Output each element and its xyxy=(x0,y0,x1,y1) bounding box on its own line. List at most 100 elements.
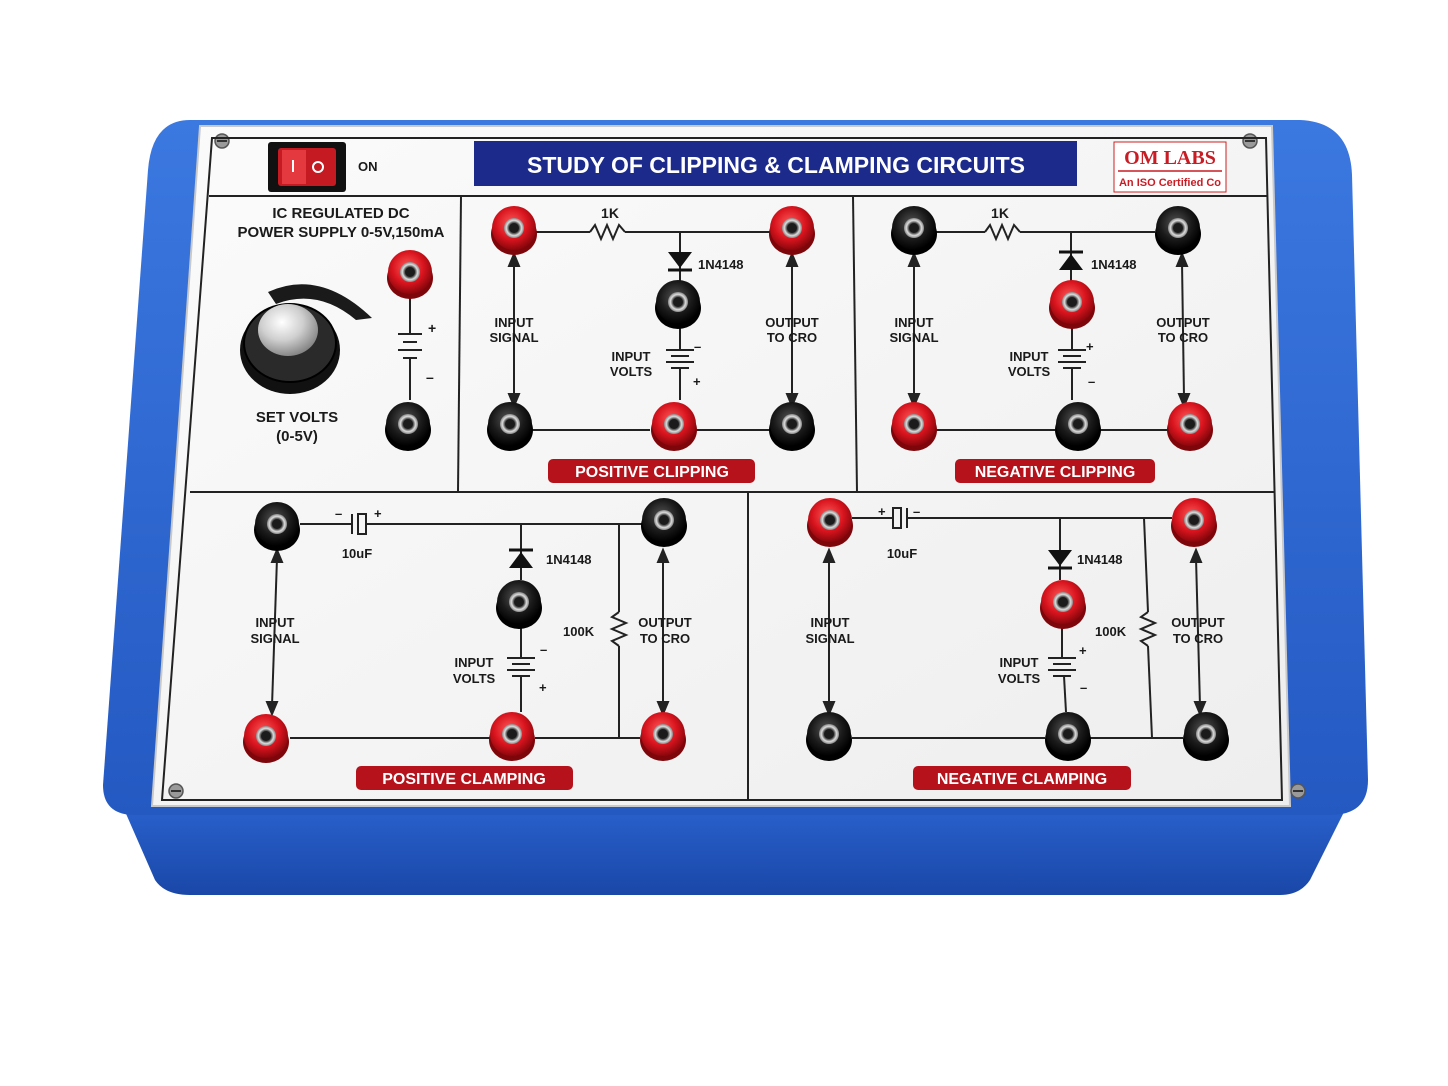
pclamp-input-signal-line1: INPUT xyxy=(256,615,295,630)
black-socket[interactable] xyxy=(806,712,852,761)
red-socket[interactable] xyxy=(243,714,289,763)
nclip-battery-bottom-sign: – xyxy=(1088,374,1095,389)
black-socket[interactable] xyxy=(1045,712,1091,761)
double-arrow-icon xyxy=(1175,251,1191,409)
psu-battery-symbol xyxy=(398,296,422,400)
psu-plus-sign: + xyxy=(428,320,436,336)
nclip-output-line2: TO CRO xyxy=(1158,330,1208,345)
pclip-input-volts-line2: VOLTS xyxy=(610,364,653,379)
psu-title-line2: POWER SUPPLY 0-5V,150mA xyxy=(237,224,444,241)
red-socket[interactable] xyxy=(489,712,535,761)
brand-name: OM LABS xyxy=(1124,147,1216,169)
pclip-input-volts-line1: INPUT xyxy=(612,349,651,364)
black-socket[interactable] xyxy=(487,402,533,451)
power-switch[interactable] xyxy=(268,142,346,192)
red-socket[interactable] xyxy=(1171,498,1217,547)
nclamp-input-volts-line2: VOLTS xyxy=(998,671,1041,686)
brand-logo: OM LABS An ISO Certified Co xyxy=(1113,141,1227,193)
red-socket[interactable] xyxy=(891,402,937,451)
screw-icon xyxy=(1290,783,1306,799)
screw-icon xyxy=(214,133,230,149)
nclamp-input-volts-line1: INPUT xyxy=(1000,655,1039,670)
diode-icon xyxy=(1059,250,1083,270)
pclamp-cap-right-sign: + xyxy=(374,506,382,521)
black-socket[interactable] xyxy=(1055,402,1101,451)
black-socket[interactable] xyxy=(891,206,937,255)
black-socket[interactable] xyxy=(385,402,431,451)
title-bar xyxy=(474,141,1077,186)
nclip-name: NEGATIVE CLIPPING xyxy=(975,464,1136,481)
nclip-resistor-label: 1K xyxy=(991,205,1009,221)
pclip-battery-bottom-sign: + xyxy=(693,374,701,389)
double-arrow-icon xyxy=(265,547,284,717)
black-socket[interactable] xyxy=(1155,206,1201,255)
diode-icon xyxy=(509,548,533,568)
nclamp-input-signal-line2: SIGNAL xyxy=(805,631,854,646)
pclip-output-line2: TO CRO xyxy=(767,330,817,345)
pclamp-resistor-label: 100K xyxy=(563,624,595,639)
double-arrow-icon xyxy=(507,251,521,409)
pclamp-output-line2: TO CRO xyxy=(640,631,690,646)
nclamp-input-signal-line1: INPUT xyxy=(811,615,850,630)
nclamp-output-line1: OUTPUT xyxy=(1171,615,1225,630)
nclip-input-volts-line2: VOLTS xyxy=(1008,364,1051,379)
switch-label: ON xyxy=(358,159,378,174)
knob-label-line1: SET VOLTS xyxy=(256,409,338,426)
panel-title: STUDY OF CLIPPING & CLAMPING CIRCUITS xyxy=(527,152,1025,178)
red-socket[interactable] xyxy=(1040,580,1086,629)
diode-icon xyxy=(668,252,692,272)
black-socket[interactable] xyxy=(655,280,701,329)
nclamp-name-tag xyxy=(913,766,1131,790)
psu-title-line1: IC REGULATED DC xyxy=(272,205,409,222)
black-socket[interactable] xyxy=(496,580,542,629)
red-socket[interactable] xyxy=(1049,280,1095,329)
pclip-diode-label: 1N4148 xyxy=(698,257,744,272)
nclip-output-line1: OUTPUT xyxy=(1156,315,1210,330)
pclamp-diode-label: 1N4148 xyxy=(546,552,592,567)
nclamp-resistor-label: 100K xyxy=(1095,624,1127,639)
nclip-input-signal-line2: SIGNAL xyxy=(889,330,938,345)
nclip-battery-top-sign: + xyxy=(1086,339,1094,354)
nclamp-cap-right-sign: – xyxy=(913,504,920,519)
pclamp-input-volts-line2: VOLTS xyxy=(453,671,496,686)
nclamp-cap-left-sign: + xyxy=(878,504,886,519)
red-socket[interactable] xyxy=(387,250,433,299)
pclamp-battery-top-sign: – xyxy=(540,642,547,657)
pclamp-cap-left-sign: – xyxy=(335,506,342,521)
red-socket[interactable] xyxy=(807,498,853,547)
screw-icon xyxy=(1242,133,1258,149)
red-socket[interactable] xyxy=(491,206,537,255)
red-socket[interactable] xyxy=(769,206,815,255)
black-socket[interactable] xyxy=(641,498,687,547)
nclamp-output-line2: TO CRO xyxy=(1173,631,1223,646)
brand-tagline: An ISO Certified Co xyxy=(1119,177,1221,189)
negative-clipping-wiring xyxy=(935,222,1168,431)
pclip-battery-top-sign: – xyxy=(694,339,701,354)
black-socket[interactable] xyxy=(769,402,815,451)
red-socket[interactable] xyxy=(640,712,686,761)
pclamp-capacitor-label: 10uF xyxy=(342,546,372,561)
pclip-resistor-label: 1K xyxy=(601,205,619,221)
nclip-input-volts-line1: INPUT xyxy=(1010,349,1049,364)
pclip-name-tag xyxy=(548,459,755,483)
negative-clamping-wiring xyxy=(852,507,1183,739)
diode-icon xyxy=(1048,550,1072,570)
double-arrow-icon xyxy=(656,547,670,717)
voltage-knob[interactable] xyxy=(240,303,340,394)
psu-minus-sign: – xyxy=(426,369,434,385)
nclamp-battery-bottom-sign: – xyxy=(1080,680,1087,695)
section-borders xyxy=(160,137,1284,801)
red-socket[interactable] xyxy=(651,402,697,451)
nclip-input-signal-line1: INPUT xyxy=(895,315,934,330)
black-socket[interactable] xyxy=(254,502,300,551)
red-socket[interactable] xyxy=(1167,402,1213,451)
nclip-name-tag xyxy=(955,459,1155,483)
pclip-output-line1: OUTPUT xyxy=(765,315,819,330)
pclamp-input-signal-line2: SIGNAL xyxy=(250,631,299,646)
nclamp-name: NEGATIVE CLAMPING xyxy=(937,771,1107,788)
black-socket[interactable] xyxy=(1183,712,1229,761)
double-arrow-icon xyxy=(822,547,836,717)
pclamp-name: POSITIVE CLAMPING xyxy=(382,771,546,788)
pclamp-name-tag xyxy=(356,766,573,790)
